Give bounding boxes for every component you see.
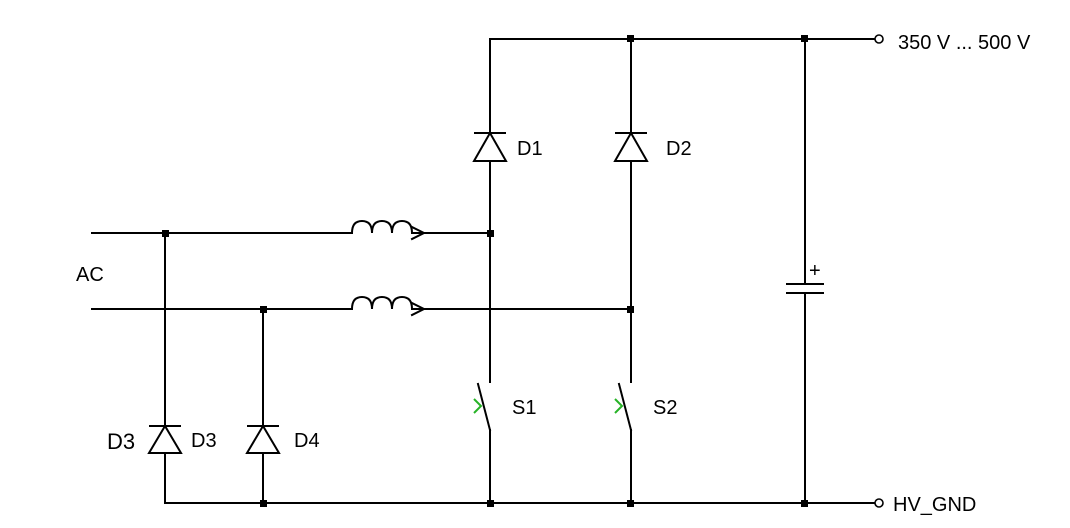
wires [91,38,877,504]
junction-dot [487,230,494,237]
label-d1: D1 [517,138,543,160]
diode-d2 [613,130,649,162]
junction-dot [260,306,267,313]
ground-terminal [874,498,884,508]
label-s2: S2 [653,397,677,419]
junction-dot [627,306,634,313]
label-ac: AC [76,264,104,286]
capacitor-c1 [786,283,824,294]
junction-dot [801,35,808,42]
label-hv-gnd: HV_GND [893,494,976,516]
switch-s2 [614,382,633,432]
label-d3-left: D3 [107,429,135,454]
switch-s1 [473,382,492,432]
gate-arrow-icon [473,398,483,414]
label-d3: D3 [191,430,217,452]
junction-dot [162,230,169,237]
label-output-voltage: 350 V ... 500 V [898,32,1031,54]
label-capacitor-plus: + [809,260,821,282]
inductor-l2 [350,295,427,317]
label-d2: D2 [666,138,692,160]
label-d4: D4 [294,430,320,452]
diode-d3 [147,424,183,454]
inductor-l1 [350,219,427,241]
junction-dot [627,35,634,42]
junction-dot [487,500,494,507]
junction-dots [162,35,808,507]
label-s1: S1 [512,397,536,419]
diode-d4 [245,424,281,454]
junction-dot [801,500,808,507]
gate-arrow-icon [614,398,624,414]
junction-dot [260,500,267,507]
output-terminal [874,34,884,44]
diode-d1 [472,130,508,162]
junction-dot [627,500,634,507]
